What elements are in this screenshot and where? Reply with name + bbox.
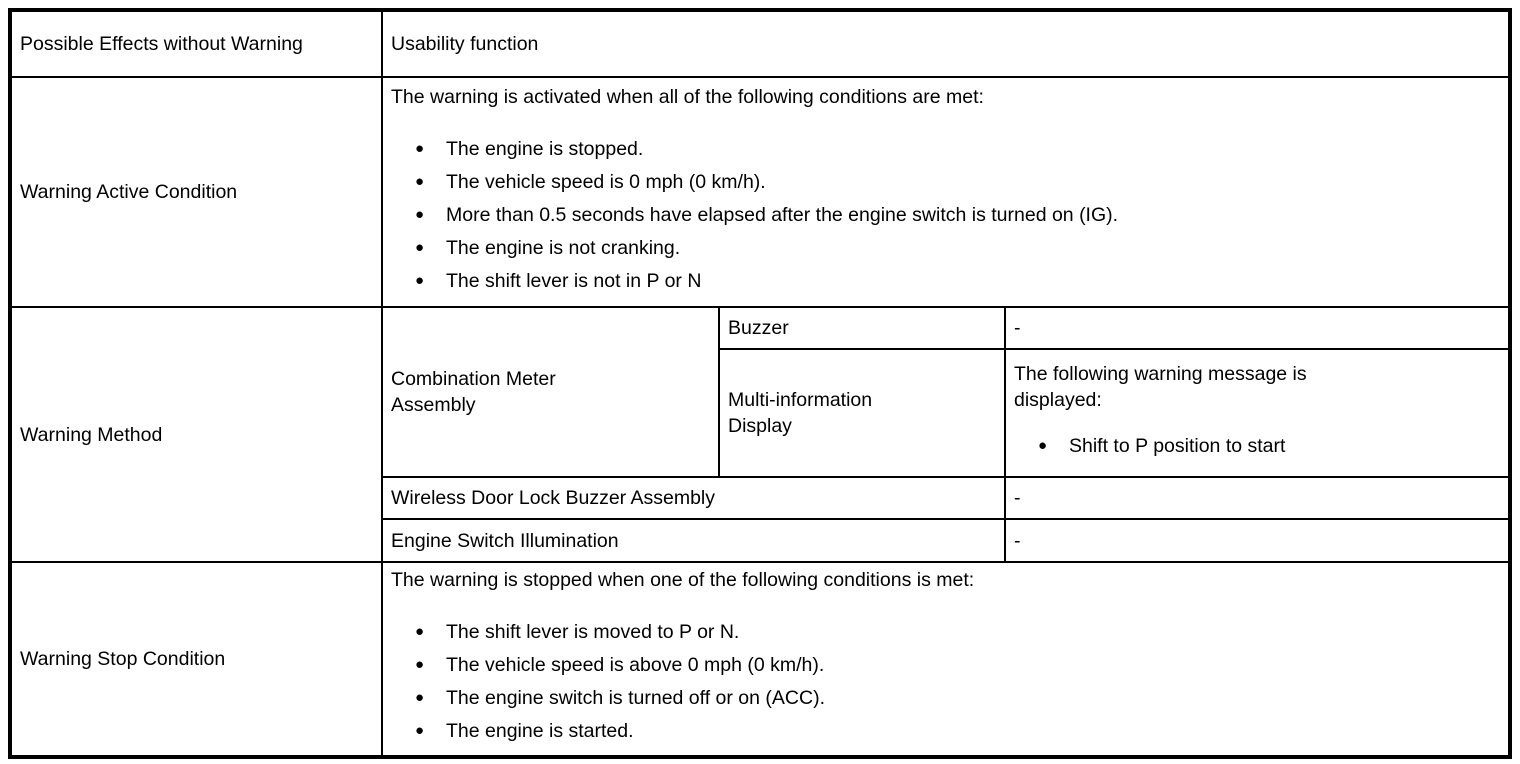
stop-condition-label: Warning Stop Condition: [20, 648, 226, 670]
warning-method-label: Warning Method: [20, 423, 163, 446]
possible-effects-value-cell: Usability function: [381, 9, 1511, 78]
active-condition-label-cell: Warning Active Condition: [9, 76, 383, 308]
row-warning-method-wireless: Wireless Door Lock Buzzer Assembly -: [10, 476, 1511, 520]
mid-bullet-list: Shift to P position to start: [1014, 433, 1500, 459]
engine-switch-label: Engine Switch Illumination: [391, 529, 619, 552]
bullet-item: The engine switch is turned off or on (A…: [415, 685, 1500, 711]
buzzer-label-cell: Buzzer: [718, 306, 1006, 350]
active-condition-bullet-list: The engine is stopped. The vehicle speed …: [391, 136, 1500, 294]
row-warning-method-engine-switch: Engine Switch Illumination -: [10, 518, 1511, 563]
wireless-label: Wireless Door Lock Buzzer Assembly: [391, 487, 716, 509]
active-condition-content-cell: The warning is activated when all of the…: [381, 76, 1511, 308]
row-stop-condition: Warning Stop Condition The warning is st…: [9, 561, 1511, 758]
wireless-value-cell: -: [1004, 476, 1511, 520]
row-warning-method-mid: Multi-information Display The following …: [10, 348, 1511, 478]
buzzer-value-cell: -: [1004, 306, 1511, 350]
mid-intro: The following warning message is display…: [1014, 362, 1307, 411]
active-condition-label: Warning Active Condition: [20, 181, 238, 203]
combination-meter-cell: Combination Meter Assembly: [381, 306, 720, 478]
bullet-item: The engine is started.: [415, 718, 1500, 744]
possible-effects-value: Usability function: [391, 33, 539, 55]
bullet-item: The engine is stopped.: [415, 136, 1500, 162]
warning-spec-table: Possible Effects without Warning Usabili…: [8, 8, 1512, 759]
active-condition-intro: The warning is activated when all of the…: [391, 85, 984, 108]
bullet-item: The vehicle speed is 0 mph (0 km/h).: [415, 169, 1500, 195]
buzzer-label: Buzzer: [728, 317, 789, 339]
bullet-item: Shift to P position to start: [1038, 433, 1500, 459]
possible-effects-label: Possible Effects without Warning: [20, 33, 303, 55]
stop-condition-content-cell: The warning is stopped when one of the f…: [381, 561, 1511, 758]
mid-label: Multi-information Display: [728, 389, 873, 437]
row-possible-effects: Possible Effects without Warning Usabili…: [9, 9, 1511, 78]
wireless-label-cell: Wireless Door Lock Buzzer Assembly: [381, 476, 1006, 520]
stop-condition-label-cell: Warning Stop Condition: [9, 561, 383, 758]
engine-switch-label-cell: Engine Switch Illumination: [381, 518, 1006, 563]
engine-switch-value-cell: -: [1004, 518, 1511, 563]
engine-switch-value: -: [1014, 529, 1021, 552]
mid-value-cell: The following warning message is display…: [1004, 348, 1511, 478]
buzzer-value: -: [1014, 317, 1021, 339]
mid-label-cell: Multi-information Display: [718, 348, 1006, 478]
warning-method-label-cell: Warning Method: [9, 306, 383, 563]
bullet-item: The shift lever is not in P or N: [415, 268, 1500, 294]
bullet-item: The vehicle speed is above 0 mph (0 km/h…: [415, 652, 1500, 678]
bullet-item: The engine is not cranking.: [415, 235, 1500, 261]
bullet-item: More than 0.5 seconds have elapsed after…: [415, 202, 1500, 228]
row-active-condition: Warning Active Condition The warning is …: [9, 76, 1511, 308]
stop-condition-bullet-list: The shift lever is moved to P or N. The v…: [391, 619, 1500, 744]
possible-effects-label-cell: Possible Effects without Warning: [9, 9, 383, 78]
stop-condition-intro: The warning is stopped when one of the f…: [391, 569, 975, 591]
combination-meter-label: Combination Meter Assembly: [391, 368, 556, 416]
bullet-item: The shift lever is moved to P or N.: [415, 619, 1500, 645]
wireless-value: -: [1014, 487, 1021, 509]
row-warning-method-buzzer: Warning Method Combination Meter Assembl…: [9, 306, 1511, 563]
